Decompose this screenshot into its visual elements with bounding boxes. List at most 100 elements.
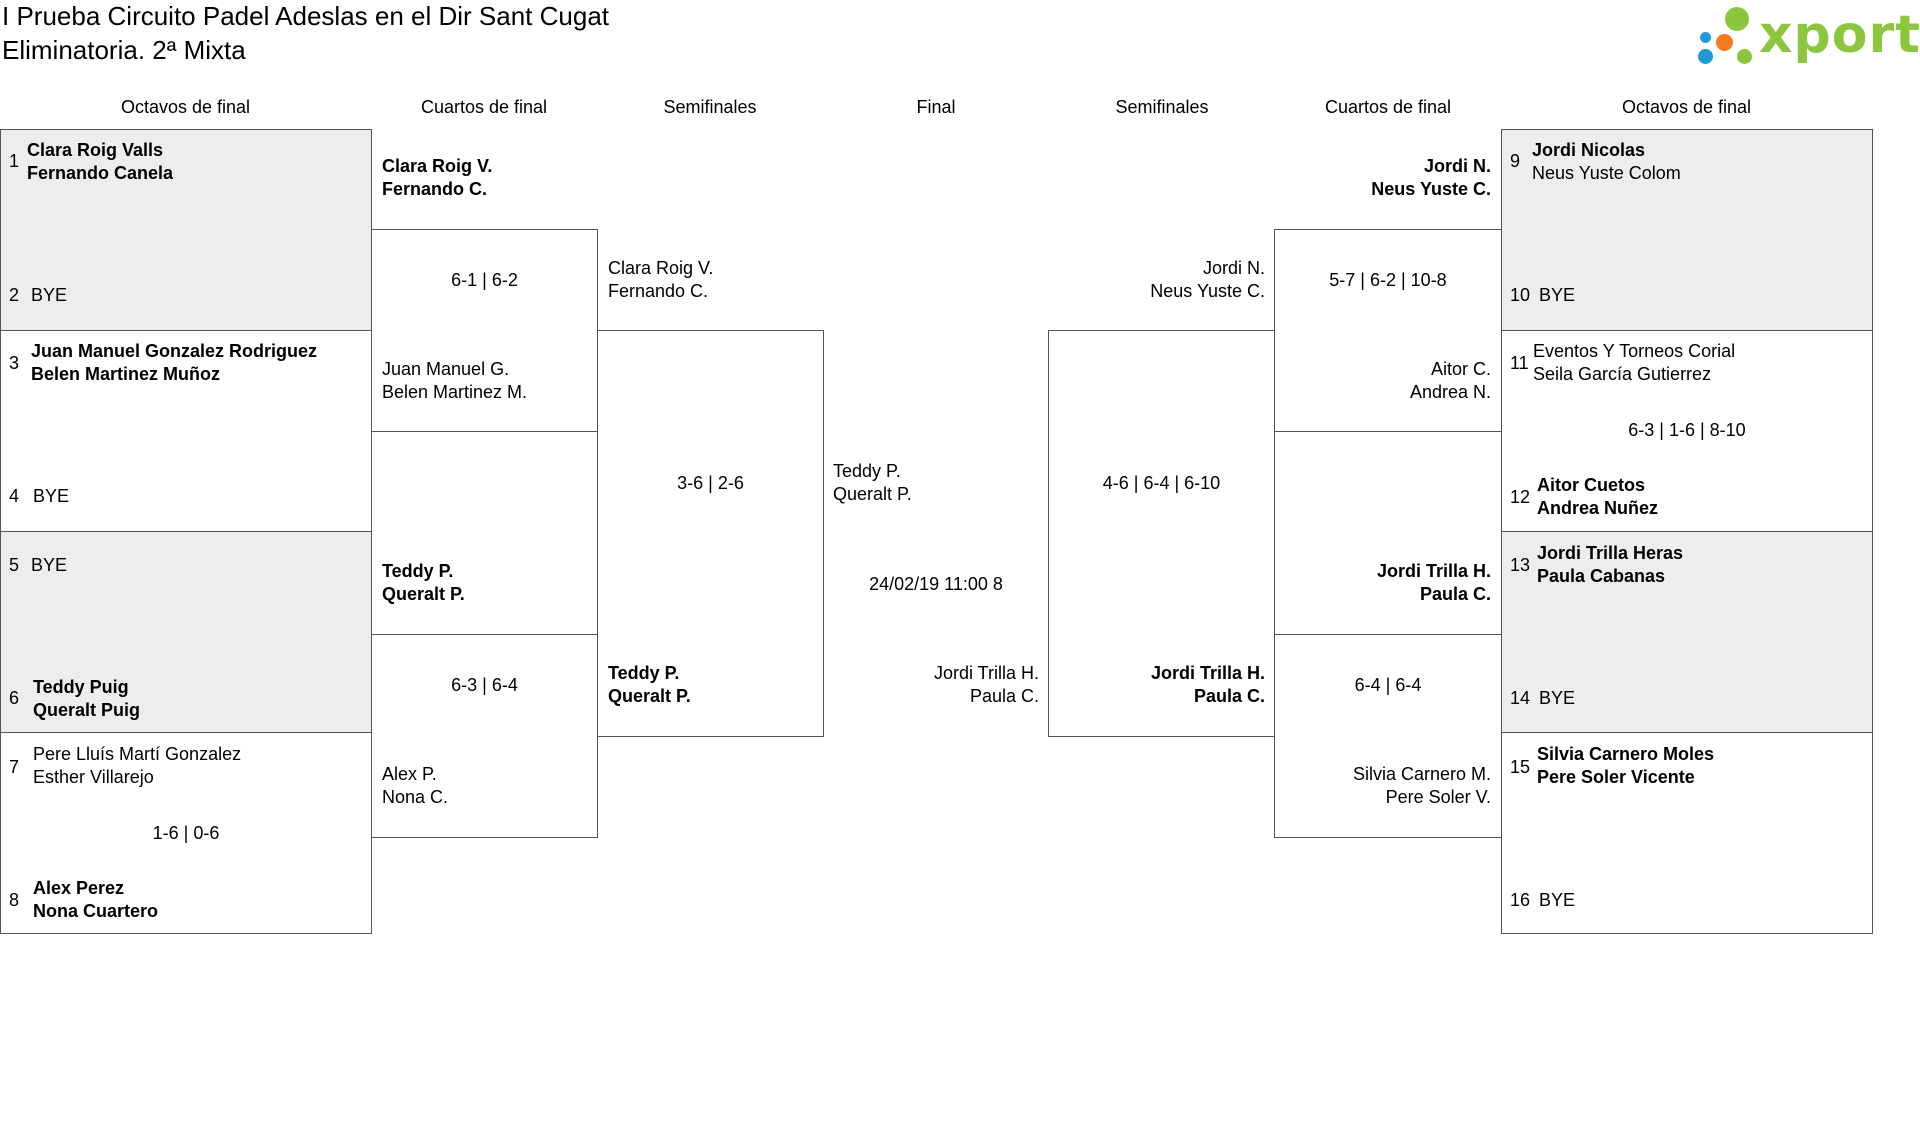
team-player: Clara Roig V. [608,258,714,278]
logo-blue-dot-icon [1698,49,1713,64]
team-player: Pere Lluís Martí Gonzalez [33,744,242,764]
team-player: Jordi Trilla Heras [1537,543,1684,563]
team-player: Neus Yuste C. [1371,179,1491,199]
column-header-right-sf: Semifinales [1115,97,1209,117]
team-player: Paula C. [1193,686,1265,706]
team-player: Teddy P. [833,461,901,481]
match-score: 6-1 | 6-2 [451,270,518,290]
seed-number: 3 [9,353,20,373]
team-player: Aitor Cuetos [1537,475,1645,495]
team-player: Jordi Trilla H. [1376,561,1491,581]
column-header-left-r16: Octavos de final [120,97,251,117]
team-player: Belen Martinez M. [382,382,528,402]
match-score: 4-6 | 6-4 | 6-10 [1102,473,1221,493]
logo-green-dot-icon [1737,49,1752,64]
team-player: Clara Roig V. [382,156,493,176]
column-header-right-qf: Cuartos de final [1324,97,1452,117]
team-player: Neus Yuste Colom [1532,163,1681,183]
team-player: Paula Cabanas [1537,566,1666,586]
seed-number: 13 [1510,555,1531,575]
team-player: Silvia Carnero M. [1352,764,1491,784]
team-player: Paula C. [969,686,1039,706]
page-subtitle: Eliminatoria. 2ª Mixta [2,35,246,65]
logo-green-dot-icon [1725,7,1749,31]
logo-blue-dot-icon [1700,32,1711,43]
match-score: 6-3 | 6-4 [451,675,518,695]
team-player: Jordi Nicolas [1532,140,1646,160]
match-score: 1-6 | 0-6 [152,823,220,843]
match-score: 3-6 | 2-6 [677,473,744,493]
team-player: Jordi N. [1202,258,1265,278]
team-player: Andrea Nuñez [1537,498,1659,518]
team-player: Andrea N. [1409,382,1491,402]
seed-number: 12 [1510,487,1531,507]
seed-number: 2 [9,285,20,305]
r16-match-box[interactable] [1501,732,1873,934]
team-player: Fernando Canela [27,163,174,183]
team-player: Pere Soler V. [1385,787,1491,807]
team-player: Teddy P. [382,561,454,581]
team-player: Alex P. [382,764,437,784]
team-player: Clara Roig Valls [27,140,164,160]
r16-match-box[interactable] [0,129,372,331]
team-player: Paula C. [1419,584,1491,604]
team-player: Teddy Puig [33,677,129,697]
team-player: Seila García Gutierrez [1533,364,1712,384]
team-player: BYE [1539,890,1576,910]
team-player: Pere Soler Vicente [1537,767,1695,787]
team-player: Alex Perez [33,878,125,898]
match-score: 6-4 | 6-4 [1354,675,1422,695]
team-player: BYE [31,555,68,575]
team-player: Queralt P. [833,484,912,504]
column-header-left-qf: Cuartos de final [420,97,548,117]
team-player: Juan Manuel G. [382,359,510,379]
team-player: Jordi Trilla H. [1150,663,1265,683]
xporty-logo[interactable]: xporty [1695,5,1920,69]
team-player: Fernando C. [382,179,488,199]
seed-number: 8 [9,890,20,910]
match-score: 5-7 | 6-2 | 10-8 [1329,270,1447,290]
sf-match-box[interactable] [597,330,824,737]
final-schedule: 24/02/19 11:00 8 [869,574,1003,594]
team-player: Teddy P. [608,663,680,683]
r16-match-box[interactable] [1501,129,1873,331]
team-player: Jordi N. [1423,156,1491,176]
seed-number: 6 [9,688,20,708]
seed-number: 4 [9,486,20,506]
seed-number: 5 [9,555,20,575]
team-player: BYE [1539,688,1576,708]
column-header-left-sf: Semifinales [663,97,757,117]
seed-number: 7 [9,757,20,777]
team-player: Queralt P. [608,686,691,706]
team-player: Eventos Y Torneos Corial [1533,341,1736,361]
team-player: Queralt Puig [33,700,141,720]
column-header-final: Final [916,97,956,117]
team-player: Aitor C. [1430,359,1491,379]
sf-match-box[interactable] [1048,330,1275,737]
team-player: Esther Villarejo [33,767,154,787]
team-player: Fernando C. [608,281,709,301]
team-player: BYE [31,285,68,305]
match-score: 6-3 | 1-6 | 8-10 [1628,420,1746,440]
team-player: Belen Martinez Muñoz [31,364,221,384]
seed-number: 11 [1510,353,1529,373]
team-player: Nona Cuartero [33,901,159,921]
seed-number: 15 [1510,757,1531,777]
seed-number: 1 [9,151,20,171]
team-player: Jordi Trilla H. [933,663,1039,683]
team-player: Nona C. [382,787,449,807]
team-player: Queralt P. [382,584,465,604]
seed-number: 9 [1510,151,1521,171]
seed-number: 10 [1510,285,1531,305]
team-player: Juan Manuel Gonzalez Rodriguez [31,341,318,361]
seed-number: 16 [1510,890,1531,910]
logo-orange-dot-icon [1716,34,1733,51]
column-header-right-r16: Octavos de final [1621,97,1752,117]
team-player: BYE [33,486,70,506]
r16-match-box[interactable] [0,531,372,733]
seed-number: 14 [1510,688,1531,708]
team-player: Silvia Carnero Moles [1537,744,1715,764]
page-title: I Prueba Circuito Padel Adeslas en el Di… [2,1,610,31]
team-player: BYE [1539,285,1576,305]
logo-text: xporty [1759,5,1920,65]
